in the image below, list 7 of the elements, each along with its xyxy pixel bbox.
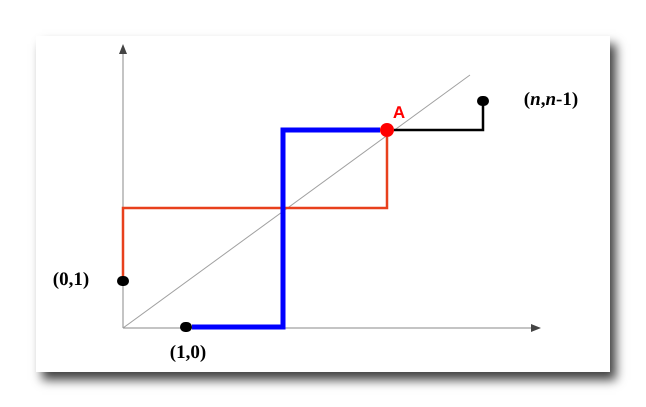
lattice-path [394,106,484,132]
point-label: (1,0) [168,341,208,365]
lattice-path [122,137,388,276]
point-label: (0,1) [52,268,90,292]
lattice-path [192,128,380,330]
point-label: A [392,102,406,124]
point-label: (n,n-1) [522,88,580,112]
